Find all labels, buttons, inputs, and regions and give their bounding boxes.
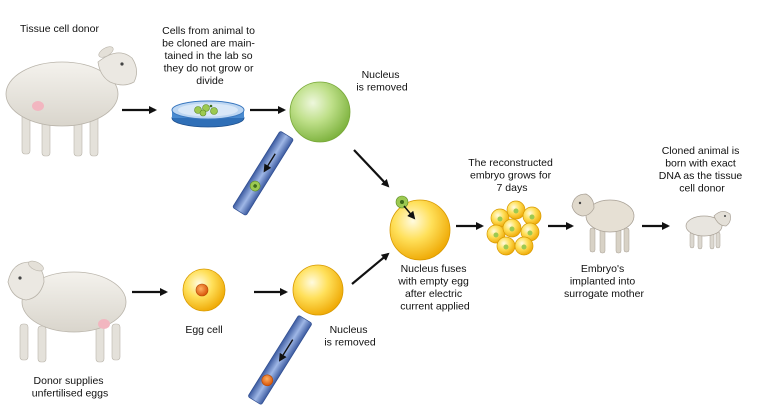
pipette-top xyxy=(232,131,294,216)
arrow-top-to-fused xyxy=(353,149,390,188)
nucleus-fuses-label: Nucleus fuses with empty egg after elect… xyxy=(397,263,472,313)
egg-donor-sheep xyxy=(7,260,127,363)
fusion-arrow xyxy=(403,205,416,220)
fused-egg xyxy=(389,199,451,261)
egg-cell-label: Egg cell xyxy=(185,324,222,336)
cloned-animal-label: Cloned animal is born with exact DNA as … xyxy=(659,145,745,195)
implanted-label: Embryo's implanted into surrogate mother xyxy=(564,263,644,300)
pipette-bottom xyxy=(248,315,312,405)
enucleated-egg xyxy=(292,264,344,316)
nucleus-removed-bottom-label: Nucleus is removed xyxy=(324,324,376,349)
petri-dish xyxy=(171,100,245,128)
tissue-donor-label: Tissue cell donor xyxy=(20,23,99,35)
egg-nucleus xyxy=(195,283,209,297)
embryo-cluster xyxy=(486,200,542,256)
cells-maintained-label: Cells from animal to be cloned are main-… xyxy=(162,25,258,87)
cloned-lamb xyxy=(685,211,731,250)
green-donor-cell xyxy=(289,81,351,143)
tissue-donor-sheep xyxy=(5,46,137,157)
donor-eggs-label: Donor supplies unfertilised eggs xyxy=(32,375,108,400)
surrogate-sheep xyxy=(571,193,635,254)
reconstructed-label: The reconstructed embryo grows for 7 day… xyxy=(468,157,556,194)
arrow-bottom-to-fused xyxy=(351,252,390,285)
nucleus-removed-top-label: Nucleus is removed xyxy=(356,69,408,94)
